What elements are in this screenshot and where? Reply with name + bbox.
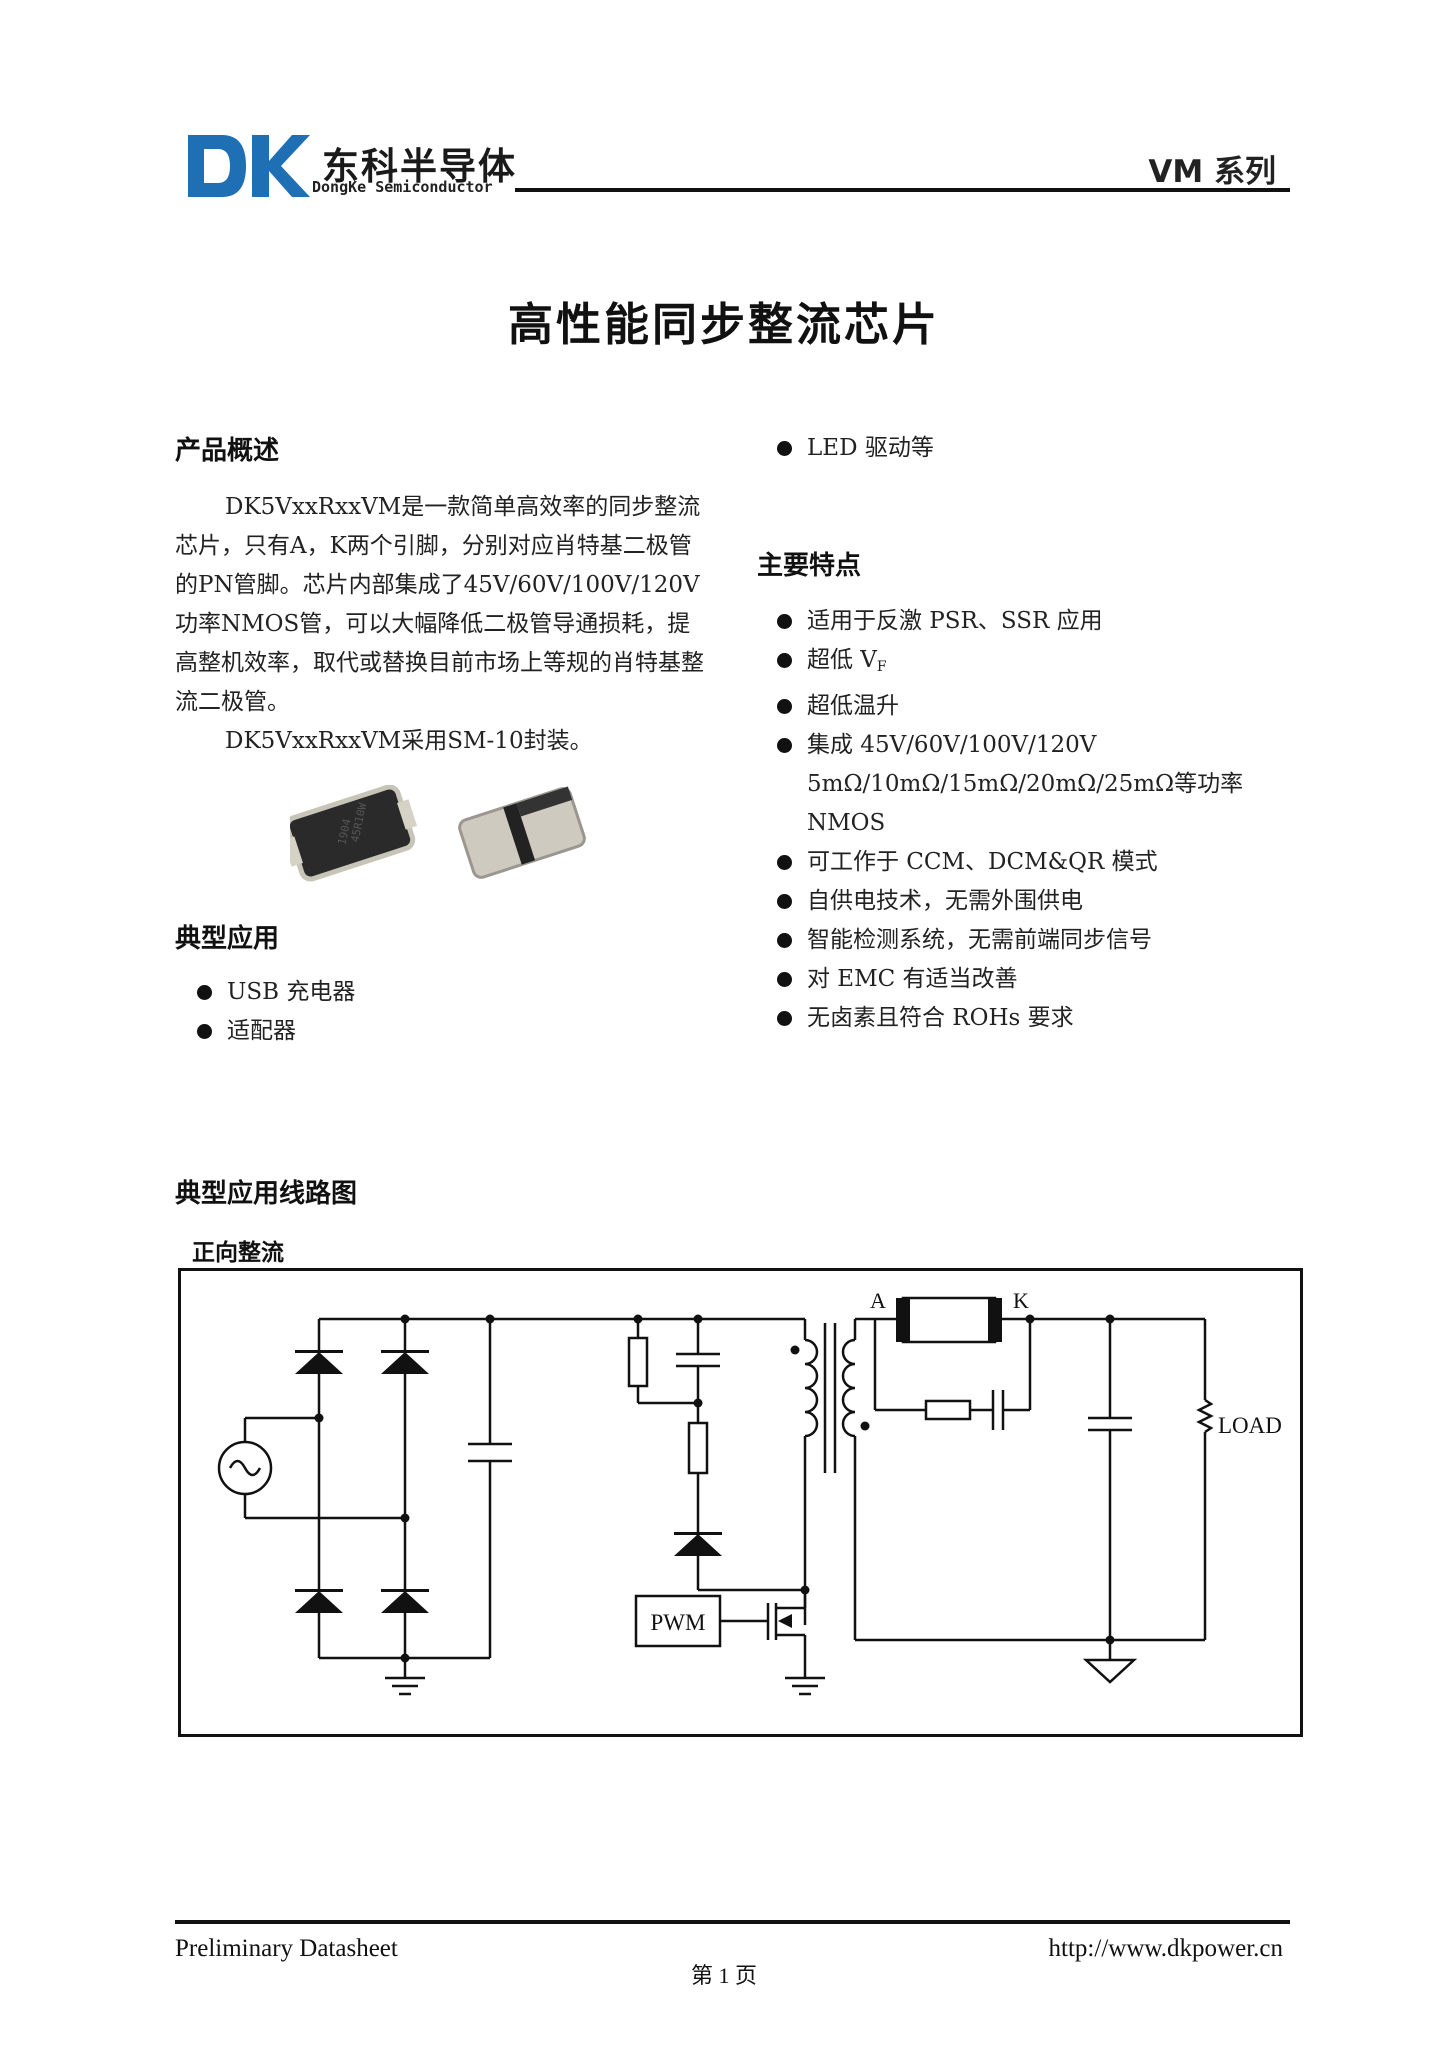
footer-rule [175, 1920, 1290, 1924]
list-item: 超低 VF [777, 641, 1243, 687]
pwm-label: PWM [651, 1610, 706, 1635]
bullet-icon [777, 441, 792, 456]
list-item: 对 EMC 有适当改善 [777, 960, 1243, 999]
page-number: 第 1 页 [690, 1963, 757, 1988]
footer-left-text: Preliminary Datasheet [175, 1935, 398, 1962]
bullet-icon [777, 1011, 792, 1026]
list-item: 适配器 [197, 1012, 355, 1051]
list-item: LED 驱动等 [777, 429, 934, 468]
bullet-icon [777, 972, 792, 987]
list-item: 适用于反激 PSR、SSR 应用 [777, 602, 1243, 641]
applications-heading: 典型应用 [175, 924, 280, 954]
vf-subscript: F [876, 659, 887, 675]
applications-list-continued: LED 驱动等 [777, 429, 934, 468]
dk-logo-icon [188, 135, 310, 197]
bullet-icon [777, 933, 792, 948]
bullet-icon [777, 653, 792, 668]
features-heading: 主要特点 [757, 551, 862, 581]
company-name-cn: 东科半导体 [322, 145, 517, 188]
bullet-icon [777, 738, 792, 753]
bullet-icon [777, 855, 792, 870]
cathode-label: K [1013, 1288, 1029, 1313]
circuit-subheading: 正向整流 [192, 1240, 284, 1266]
circuit-diagram: A K LOAD PWM [178, 1268, 1303, 1737]
applications-list: USB 充电器 适配器 [197, 973, 355, 1051]
list-item: 无卤素且符合 ROHs 要求 [777, 999, 1243, 1038]
overview-paragraph-1: DK5VxxRxxVM是一款简单高效率的同步整流芯片，只有A，K两个引脚，分别对… [175, 494, 704, 715]
circuit-heading: 典型应用线路图 [175, 1179, 358, 1209]
bullet-icon [777, 614, 792, 629]
chip-marking-1: 1904 [336, 817, 354, 846]
series-label: VM 系列 [1148, 154, 1276, 190]
list-item: 智能检测系统，无需前端同步信号 [777, 921, 1243, 960]
anode-label: A [870, 1288, 886, 1313]
overview-text: DK5VxxRxxVM是一款简单高效率的同步整流芯片，只有A，K两个引脚，分别对… [175, 488, 705, 761]
overview-paragraph-2: DK5VxxRxxVM采用SM-10封装。 [225, 728, 593, 754]
chip-package-image: 1904 45R10W [290, 785, 586, 882]
bullet-icon [197, 985, 212, 1000]
company-name-en: DongKe Semiconductor [312, 178, 493, 196]
list-item: 超低温升 [777, 687, 1243, 726]
bullet-icon [777, 699, 792, 714]
load-label: LOAD [1218, 1413, 1282, 1438]
header-rule [515, 188, 1290, 192]
list-item: USB 充电器 [197, 973, 355, 1012]
page-title: 高性能同步整流芯片 [507, 298, 940, 351]
overview-heading: 产品概述 [175, 436, 280, 466]
bullet-icon [197, 1024, 212, 1039]
list-item: 自供电技术，无需外围供电 [777, 882, 1243, 921]
features-list: 适用于反激 PSR、SSR 应用 超低 VF 超低温升 集成 45V/60V/1… [777, 602, 1243, 1038]
footer-url: http://www.dkpower.cn [1048, 1935, 1283, 1962]
list-item: 可工作于 CCM、DCM&QR 模式 [777, 843, 1243, 882]
bullet-icon [777, 894, 792, 909]
